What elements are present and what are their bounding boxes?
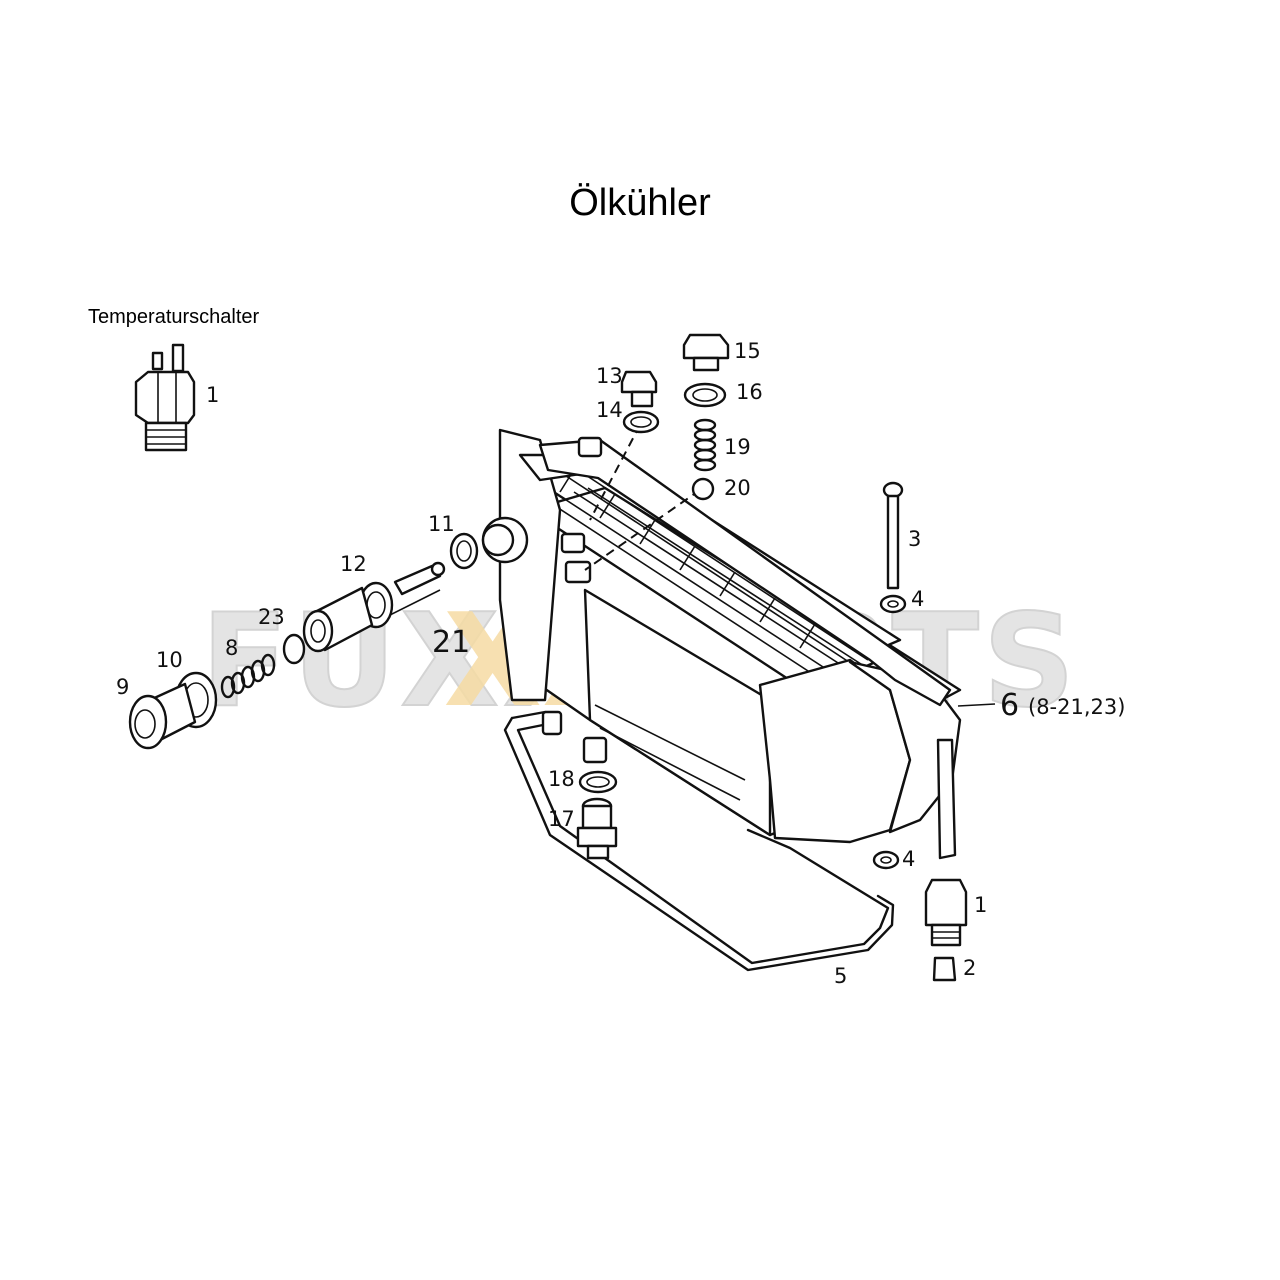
part-18-ring [578,770,618,794]
part-4-washer-top [879,594,907,614]
part-16-ring [683,382,727,408]
label-20: 20 [724,476,751,500]
part-8-spring [220,653,276,699]
label-3: 3 [908,527,921,551]
label-11: 11 [428,512,455,536]
label-10: 10 [156,648,183,672]
part-15-plug [682,333,730,372]
assembly-line-14 [589,424,641,521]
assembly-line-20 [584,489,701,571]
temperature-switch-drawing [134,343,196,452]
page-title: Ölkühler [569,182,711,224]
label-4-top: 4 [911,587,924,611]
label-4-bottom: 4 [902,847,915,871]
temperature-switch-caption: Temperaturschalter [88,306,260,328]
part-4-washer-bottom [872,850,900,870]
part-20-ball [691,477,715,501]
part-19-spring [693,418,717,472]
label-17: 17 [548,807,575,831]
label-6-note: (8-21,23) [1028,695,1125,719]
oil-cooler-body [481,428,962,860]
label-16: 16 [736,380,763,404]
label-8: 8 [225,636,238,660]
part-3-bolt [882,481,904,590]
label-23: 23 [258,605,285,629]
part-1-fitting [924,878,968,947]
label-2: 2 [963,956,976,980]
part-17-fitting [576,797,618,860]
label-21: 21 [432,625,470,660]
label-1: 1 [974,893,987,917]
part-13-plug [620,370,658,408]
label-18: 18 [548,767,575,791]
part-11-ring [449,532,479,570]
label-9: 9 [116,675,129,699]
label-15: 15 [734,339,761,363]
part-14-ring [622,410,660,434]
label-12: 12 [340,552,367,576]
label-switch-1: 1 [206,383,219,407]
part-23-washer [282,633,306,665]
label-14: 14 [596,398,623,422]
label-5: 5 [834,964,847,988]
label-19: 19 [724,435,751,459]
part-9-plug [128,682,197,750]
leader-6 [957,703,996,707]
label-6: 6 [1000,688,1019,723]
part-2-nipple [932,956,957,982]
part-23-sleeve [302,586,374,653]
label-13: 13 [596,364,623,388]
